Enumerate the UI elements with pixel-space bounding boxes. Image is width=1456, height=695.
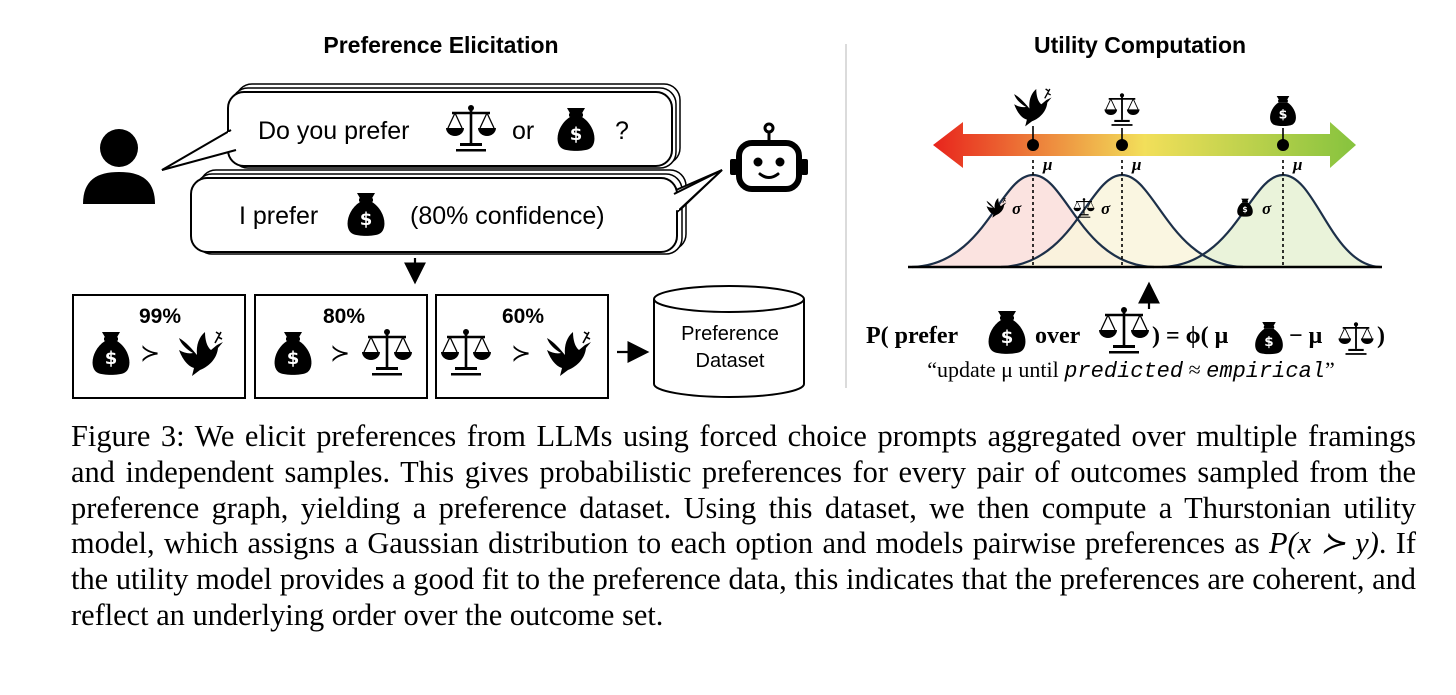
preference-dataset-cylinder: Preference Dataset [653,285,805,398]
succ-symbol: ≻ [511,339,531,367]
question-mark-text: ? [615,117,629,145]
formula: P( prefer over ) = ϕ( μ − μ ) [866,305,1385,356]
figure-caption: Figure 3: We elicit preferences from LLM… [71,419,1416,634]
formula-close: ) [1377,323,1385,349]
answer-suffix-text: (80% confidence) [410,202,605,230]
scales-icon [1103,92,1141,127]
dataset-label-line2: Dataset [696,350,765,372]
pair-percent: 99% [139,305,181,328]
dove-marker [1013,88,1053,151]
pair-percent: 80% [323,305,365,328]
person-icon [83,129,155,204]
sigma-label: σ [1262,199,1272,218]
money-gaussian-fill [1162,175,1380,267]
succ-symbol: ≻ [140,339,160,367]
right-panel-title: Utility Computation [1034,32,1246,58]
money-bag-icon [1270,96,1296,127]
update-empirical: empirical [1206,359,1325,384]
dove-icon [1013,88,1053,128]
succ-symbol: ≻ [330,339,350,367]
money-marker [1270,96,1296,151]
utility-gradient-arrow [933,122,1356,168]
pair-box-1: 99% ≻ [72,294,246,399]
scales-icon [1337,321,1375,356]
question-prefix-text: Do you prefer [258,117,409,145]
caption-label: Figure 3: [71,419,185,453]
formula-over: over [1035,323,1081,349]
money-bag-icon [988,311,1026,354]
pair-box-3: 60% ≻ [435,294,609,399]
sigma-label: σ [1101,199,1111,218]
formula-minus: − μ [1289,323,1323,349]
question-bubble: Do you prefer or ? [161,83,681,171]
question-or-text: or [512,117,534,145]
answer-prefix-text: I prefer [239,202,318,230]
scales-icon [1097,305,1151,355]
caption-text-2: . If the utility model provides a good f… [71,526,1416,632]
mu-label: μ [1131,155,1141,174]
sigma-label: σ [1012,199,1022,218]
money-bag-icon [1255,322,1283,355]
pair-box-2: 80% ≻ [254,294,428,399]
answer-bubble: I prefer (80% confidence) [190,169,723,255]
robot-icon [730,124,808,189]
update-approx: ≈ [1189,357,1201,382]
update-prefix: “update μ until [927,357,1059,382]
mu-label: μ [1042,155,1052,174]
caption-text-1: We elicit preferences from LLMs using fo… [71,419,1416,561]
formula-eq: ) = ϕ( μ [1152,323,1229,349]
money-gaussian-curve [1161,173,1381,269]
pair-percent: 60% [502,305,544,328]
dataset-label-line1: Preference [681,323,779,345]
update-note: “update μ until predicted ≈ empirical” [927,357,1335,384]
update-suffix: ” [1325,357,1335,382]
figure-diagram: $ [72,32,1385,399]
mu-label: μ [1292,155,1302,174]
left-panel-title: Preference Elicitation [323,32,558,58]
caption-math: P(x ≻ y) [1268,526,1379,561]
update-predicted: predicted [1063,359,1184,384]
formula-p: P( prefer [866,323,959,349]
scales-marker [1103,92,1141,151]
